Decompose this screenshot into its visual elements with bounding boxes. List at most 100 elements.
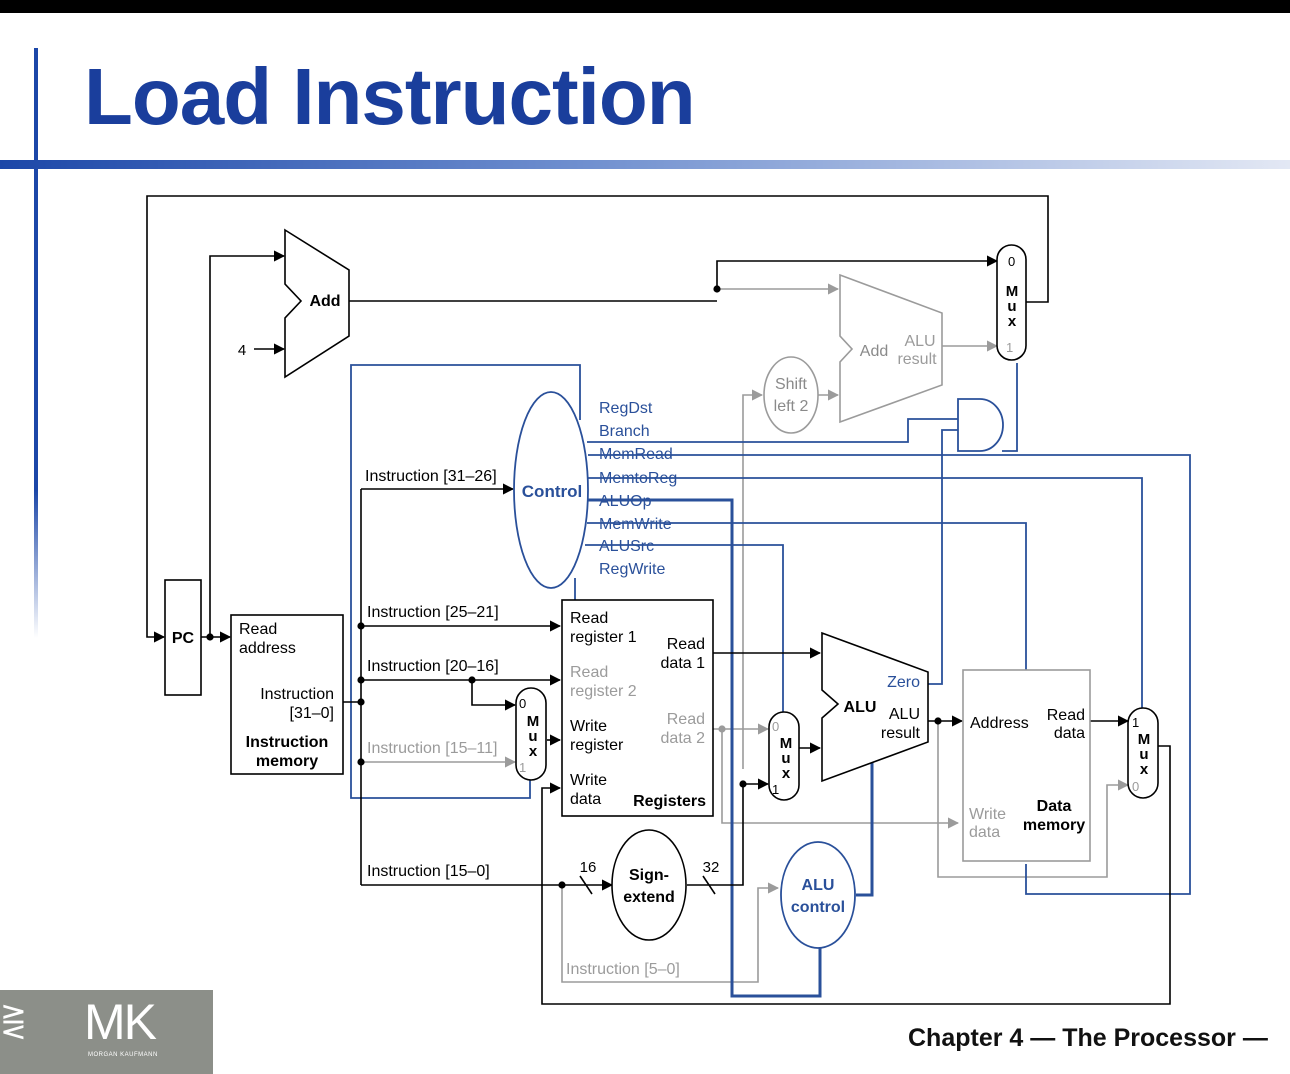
reg-write-register-a: Write [570,718,607,735]
alu-control-label-2: control [791,899,845,916]
reg-read-register-1a: Read [570,610,608,627]
shift-label-1: Shift [775,376,808,393]
reg-read-data-1b: data 1 [661,655,706,672]
bus-slash-32 [702,875,716,895]
control-signal-labels: RegDst Branch MemRead MemtoReg ALUOp Mem… [599,400,677,578]
branch-and-gate [957,398,1004,452]
bus-slash-16 [579,875,593,895]
register-file [561,599,714,817]
reg-read-data-2a: Read [667,711,705,728]
signal-regwrite: RegWrite [599,561,665,578]
logo-side-mark: ⋛ [0,1003,27,1039]
signal-branch: Branch [599,423,650,440]
imem-read-address-1: Read [239,621,277,638]
branch-adder-label: Add [860,343,888,360]
memtoreg-mux-input-0: 0 [1132,779,1139,794]
constant-four: 4 [238,342,246,359]
instruction-field-labels: Instruction [31–26] Instruction [25–21] … [365,468,680,978]
sign-extend-label-2: extend [623,889,675,906]
wires-control [350,363,1191,998]
pc-label: PC [172,630,195,647]
regdst-mux [515,687,547,781]
regdst-mux-input-0: 0 [519,696,526,711]
branch-adder [839,273,943,424]
wire-junctions [206,285,942,889]
wires-inactive [361,283,1130,983]
pc-mux-input-0: 0 [1008,254,1015,269]
alu-result-2: result [881,725,921,742]
signal-alusrc: ALUSrc [599,538,654,555]
dmem-read-data-2: data [1054,725,1085,742]
shift-label-2: left 2 [774,398,809,415]
alusrc-mux-x: x [782,765,791,782]
reg-write-data-a: Write [570,772,607,789]
shift-left-2 [763,356,819,434]
pc-adder-label: Add [309,293,340,310]
alusrc-mux-m: M [780,735,793,752]
data-memory [962,669,1091,862]
imem-name-2: memory [256,753,318,770]
dmem-name-1: Data [1037,798,1072,815]
logo-mark: MK [84,994,157,1050]
reg-name: Registers [633,793,706,810]
alusrc-mux-input-0: 0 [772,719,779,734]
regdst-mux-input-1: 1 [519,760,526,775]
alusrc-mux-u: u [781,750,790,767]
sign-extend-label-1: Sign- [629,867,669,884]
pc-source-mux [996,244,1027,361]
dmem-write-data-2: data [969,824,1000,841]
field-imm: Instruction [15–0] [367,863,490,880]
main-alu [821,631,929,783]
reg-read-register-2b: register 2 [570,683,637,700]
memtoreg-mux-m: M [1138,731,1151,748]
pc-mux-input-1: 1 [1006,340,1013,355]
imem-instruction-1: Instruction [260,686,334,703]
field-op: Instruction [31–26] [365,468,497,485]
signal-memread: MemRead [599,446,673,463]
signal-aluop: ALUOp [599,493,652,510]
logo-publisher: MORGAN KAUFMANN [88,1052,158,1058]
top-bar [0,0,1290,13]
wires-active [146,195,1171,1005]
field-rt: Instruction [20–16] [367,658,499,675]
alu-label: ALU [844,699,877,716]
register-file-ports: Read register 1 Read register 2 Write re… [570,610,706,810]
pc-register [164,579,202,696]
pc-mux-m: M [1006,283,1019,300]
dmem-name-2: memory [1023,817,1085,834]
memtoreg-mux-u: u [1139,746,1148,763]
alusrc-mux [768,711,800,801]
publisher-logo: ⋛ MK MORGAN KAUFMANN [0,990,213,1074]
signal-regdst: RegDst [599,400,653,417]
regdst-mux-m: M [527,713,540,730]
signal-memtoreg: MemtoReg [599,470,677,487]
instruction-memory [230,614,344,775]
footer-chapter: Chapter 4 — The Processor — [908,1024,1268,1052]
branch-adder-result-1: ALU [904,333,935,350]
bit-width-32: 32 [703,859,720,876]
regdst-mux-x: x [529,743,538,760]
sign-extend [611,829,687,941]
signal-memwrite: MemWrite [599,516,672,533]
dmem-write-data-1: Write [969,806,1006,823]
branch-adder-result-2: result [897,351,937,368]
memtoreg-mux [1127,707,1159,799]
accent-horizontal-line [0,160,1290,169]
reg-read-data-2b: data 2 [661,730,706,747]
reg-read-register-1b: register 1 [570,629,637,646]
imem-read-address-2: address [239,640,296,657]
accent-vertical-line [34,48,38,638]
reg-write-register-b: register [570,737,624,754]
memtoreg-mux-input-1: 1 [1132,715,1139,730]
imem-instruction-2: [31–0] [290,705,334,722]
alu-control-unit [780,841,856,949]
dmem-address: Address [970,715,1029,732]
field-rs: Instruction [25–21] [367,604,499,621]
pc-adder [284,228,350,379]
field-rd: Instruction [15–11] [367,740,497,757]
control-label: Control [522,482,582,501]
field-funct: Instruction [5–0] [566,961,680,978]
pc-mux-x: x [1008,313,1017,330]
regdst-mux-u: u [528,728,537,745]
